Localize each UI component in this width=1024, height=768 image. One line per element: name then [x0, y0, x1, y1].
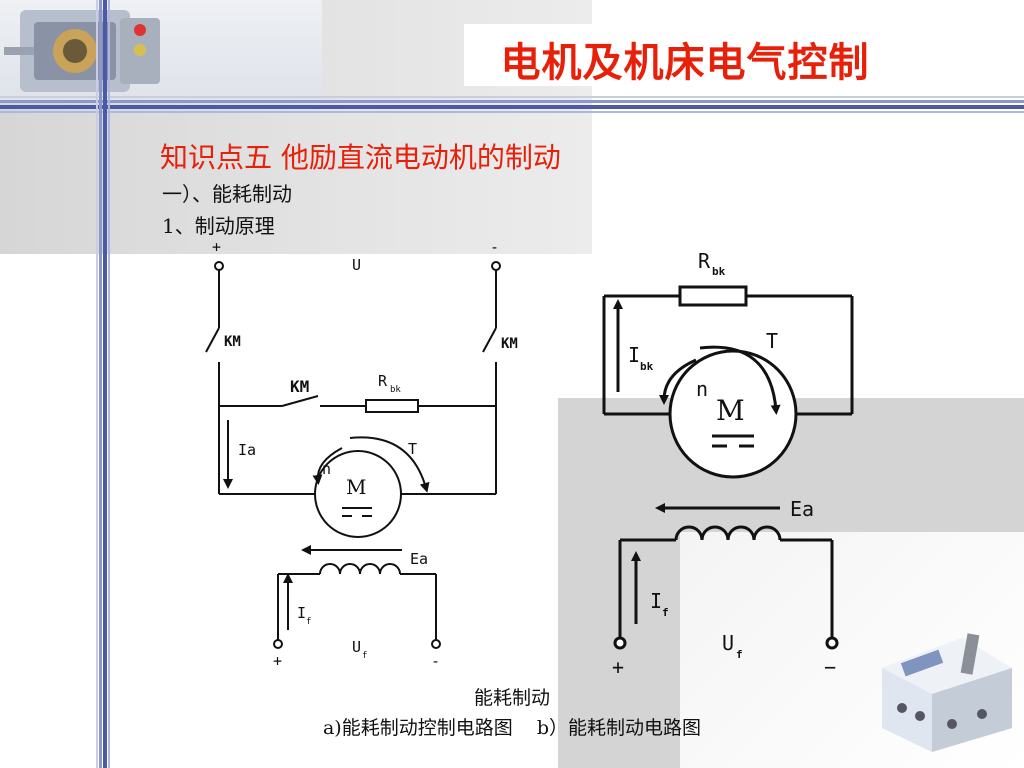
- label-motor: M: [346, 475, 366, 499]
- side-stripes: [96, 0, 110, 768]
- label-field-current: I: [297, 604, 306, 622]
- switch-right: [482, 327, 497, 353]
- label-field-current-sub: f: [306, 617, 311, 627]
- label-b-resistor-sub: bk: [712, 265, 726, 278]
- switch-mid: [281, 395, 319, 407]
- label-b-field-voltage: U: [722, 631, 734, 655]
- label-voltage: U: [352, 256, 361, 274]
- label-b-resistor: R: [698, 249, 711, 273]
- field-coil-a: [319, 563, 401, 575]
- label-b-speed: n: [696, 377, 708, 401]
- header-stripes: [0, 96, 1024, 113]
- terminal-minus-bottom: [431, 639, 441, 649]
- torque-arrow-b: [699, 345, 781, 415]
- label-plus-bottom: +: [273, 652, 282, 670]
- label-b-plus: +: [612, 655, 624, 679]
- caption-sub: a)能耗制动控制电路图 b）能耗制动电路图: [322, 717, 702, 739]
- resistor-b: [678, 285, 748, 307]
- label-plus-top: +: [212, 238, 221, 256]
- label-field-voltage: U: [352, 638, 361, 656]
- label-armature-current: Ia: [238, 441, 256, 459]
- label-b-motor: M: [716, 394, 745, 427]
- terminal-plus-b: [613, 636, 627, 650]
- resistor-a: [365, 399, 419, 413]
- field-coil-b: [674, 525, 782, 541]
- label-emf: Ea: [410, 550, 428, 568]
- terminal-plus-bottom: [273, 639, 283, 649]
- speed-arrow-a: [312, 447, 343, 485]
- label-b-field-current: I: [650, 589, 662, 613]
- title-box: [464, 24, 906, 86]
- switch-left: [205, 327, 220, 353]
- motor-b: [668, 349, 798, 479]
- diagram-a: [205, 261, 501, 649]
- terminal-minus-top: [491, 261, 501, 271]
- label-resistor: R: [378, 372, 388, 390]
- label-km-right: KM: [501, 336, 518, 352]
- label-km-left: KM: [224, 334, 241, 350]
- contactor-photo: [882, 633, 1012, 752]
- diagram-b: [602, 285, 854, 650]
- section-heading: 知识点五 他励直流电动机的制动: [160, 141, 561, 174]
- caption-main: 能耗制动: [473, 687, 550, 709]
- label-resistor-sub: bk: [390, 385, 401, 395]
- label-b-emf: Ea: [790, 497, 814, 521]
- label-torque: T: [408, 440, 417, 458]
- subheading-1: 一）、能耗制动: [162, 182, 292, 206]
- diagram-a-labels: + - U KM KM KM R bk Ia T n M Ea I f U f …: [212, 238, 518, 670]
- label-b-brake-current-sub: bk: [640, 360, 654, 373]
- label-b-minus: −: [824, 655, 836, 679]
- torque-arrow-a: [349, 436, 430, 493]
- label-b-brake-current: I: [628, 343, 640, 367]
- motor-a: [314, 450, 402, 538]
- label-b-field-voltage-sub: f: [736, 648, 743, 661]
- label-km-mid: KM: [290, 377, 309, 396]
- motor-photo: [0, 0, 322, 100]
- terminal-minus-b: [825, 636, 839, 650]
- speed-arrow-b: [659, 358, 697, 405]
- label-minus-bottom: -: [431, 652, 440, 670]
- terminal-plus-top: [214, 261, 224, 271]
- diagram-b-labels: R bk I bk T n M Ea I f U f + −: [612, 249, 836, 679]
- label-field-voltage-sub: f: [362, 651, 367, 661]
- page-title: 电机及机床电气控制: [500, 40, 870, 86]
- label-b-torque: T: [766, 329, 778, 353]
- subheading-2: 1、制动原理: [162, 214, 275, 238]
- label-minus-top: -: [490, 238, 499, 256]
- label-b-field-current-sub: f: [662, 606, 669, 619]
- label-speed: n: [322, 460, 331, 478]
